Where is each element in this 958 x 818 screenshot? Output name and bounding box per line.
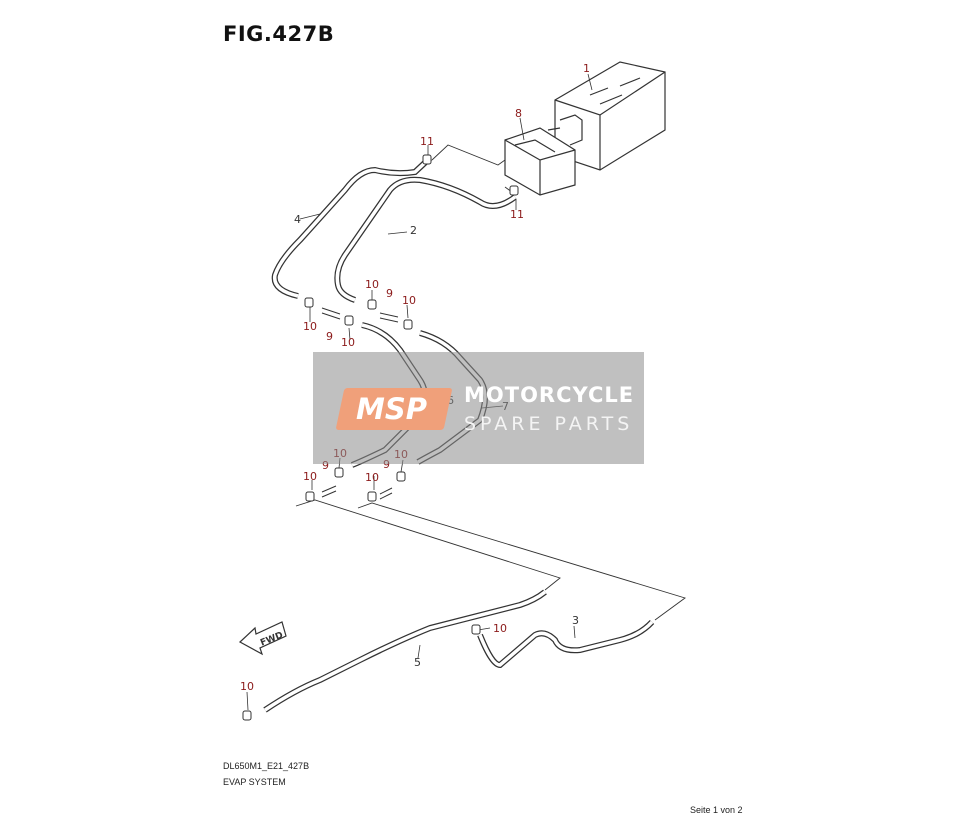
diagram-subtitle: EVAP SYSTEM (223, 777, 286, 787)
clamps (242, 154, 519, 721)
figure-title: FIG.427B (223, 22, 335, 46)
callout-9: 9 (386, 287, 393, 300)
callout-9: 9 (383, 458, 390, 471)
callout-11: 11 (510, 208, 524, 221)
watermark-logo: MSP (356, 392, 427, 426)
watermark-line-1: MOTORCYCLE (464, 383, 635, 407)
callout-1: 1 (583, 62, 590, 75)
bracket-part-8 (504, 127, 576, 196)
callout-10: 10 (402, 294, 416, 307)
callout-10: 10 (365, 471, 379, 484)
callout-10: 10 (365, 278, 379, 291)
callout-9: 9 (326, 330, 333, 343)
callout-3: 3 (572, 614, 579, 627)
callout-2: 2 (410, 224, 417, 237)
hose-part-2 (334, 176, 517, 303)
callout-10: 10 (303, 470, 317, 483)
callout-10: 10 (240, 680, 254, 693)
page-indicator: Seite 1 von 2 (690, 805, 743, 815)
diagram-code: DL650M1_E21_427B (223, 761, 310, 771)
callout-9: 9 (322, 459, 329, 472)
fwd-arrow: FWD (238, 621, 287, 656)
callout-10: 10 (303, 320, 317, 333)
callout-8: 8 (515, 107, 522, 120)
callout-10: 10 (493, 622, 507, 635)
watermark-line-2: SPARE PARTS (464, 413, 634, 435)
callout-5: 5 (414, 656, 421, 669)
callout-11: 11 (420, 135, 434, 148)
callout-4: 4 (294, 213, 301, 226)
callout-10: 10 (341, 336, 355, 349)
